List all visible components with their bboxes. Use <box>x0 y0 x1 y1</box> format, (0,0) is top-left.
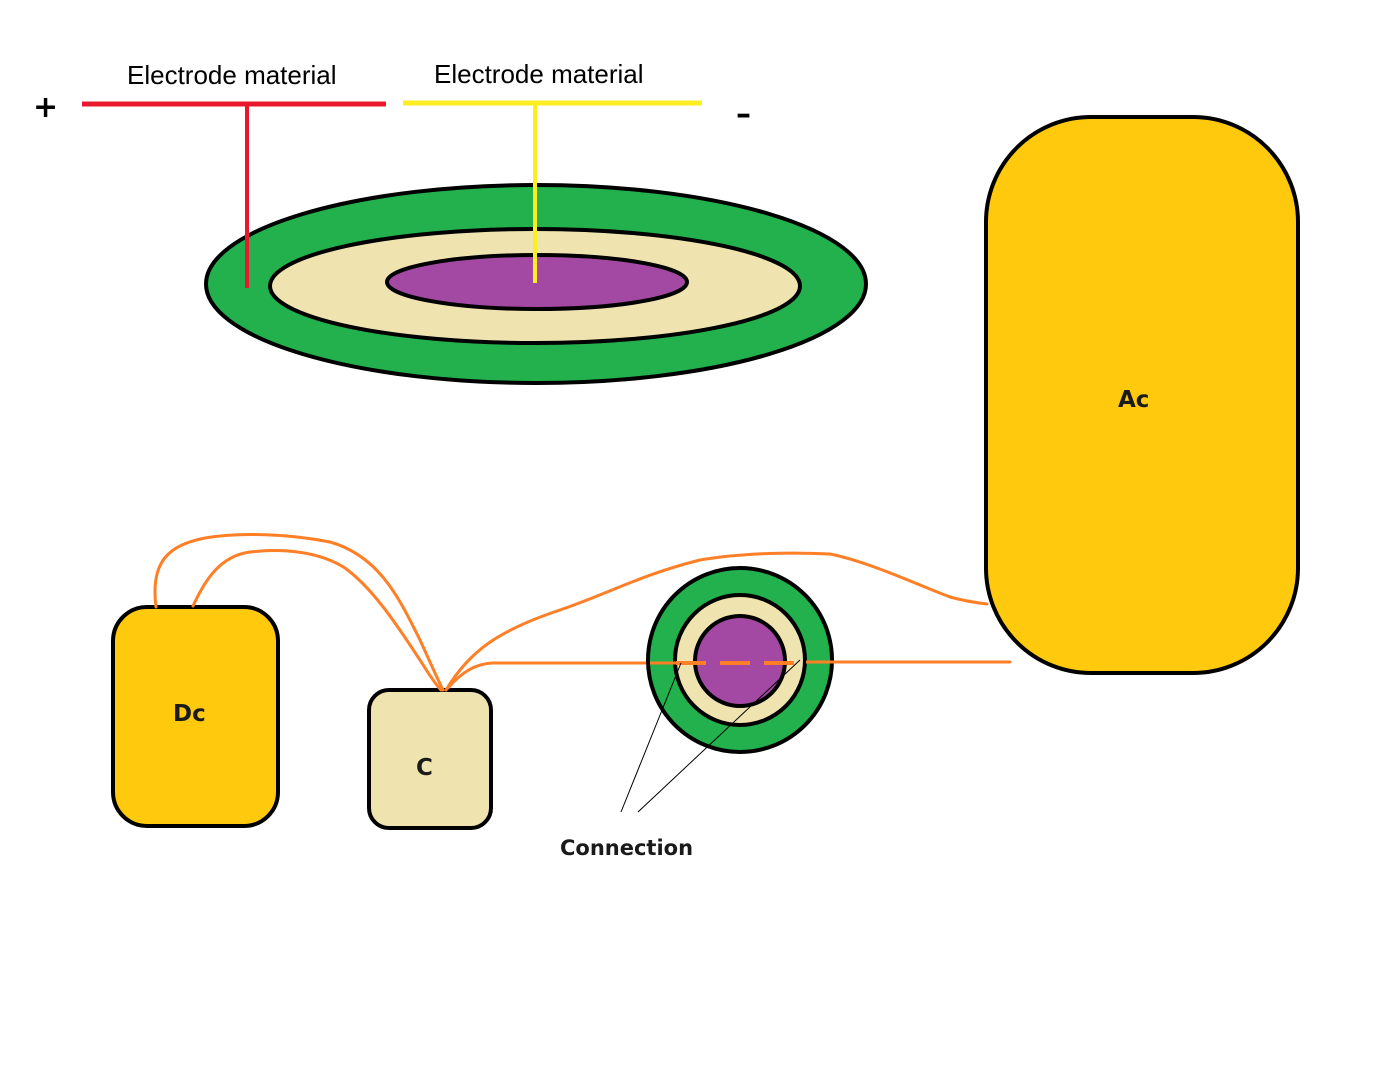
ac-box <box>984 115 1300 675</box>
connection-label: Connection <box>560 836 693 860</box>
ac-label: Ac <box>1118 387 1149 413</box>
c-box <box>367 688 493 830</box>
orange-wires <box>153 533 1012 692</box>
connection-pointer-1 <box>620 662 682 813</box>
bottom-circuit: Ac Dc C Connection <box>111 115 1300 860</box>
c-label: C <box>416 755 433 781</box>
top-electrode-assembly: + – Electrode material Electrode materia… <box>33 59 868 385</box>
wire-dc-right-to-c <box>191 549 443 692</box>
connection-pointer-2 <box>637 659 801 813</box>
wire-c-to-ac-upper <box>444 551 989 692</box>
right-electrode-label: Electrode material <box>434 59 644 89</box>
plus-sign: + <box>33 90 58 125</box>
left-electrode-label: Electrode material <box>127 60 337 90</box>
wire-dc-left-to-c <box>153 533 445 692</box>
wire-c-to-ring <box>446 661 652 690</box>
dc-box <box>111 605 280 828</box>
minus-sign: – <box>736 97 751 132</box>
dc-label: Dc <box>173 701 206 727</box>
ring-through-wire <box>650 660 834 665</box>
